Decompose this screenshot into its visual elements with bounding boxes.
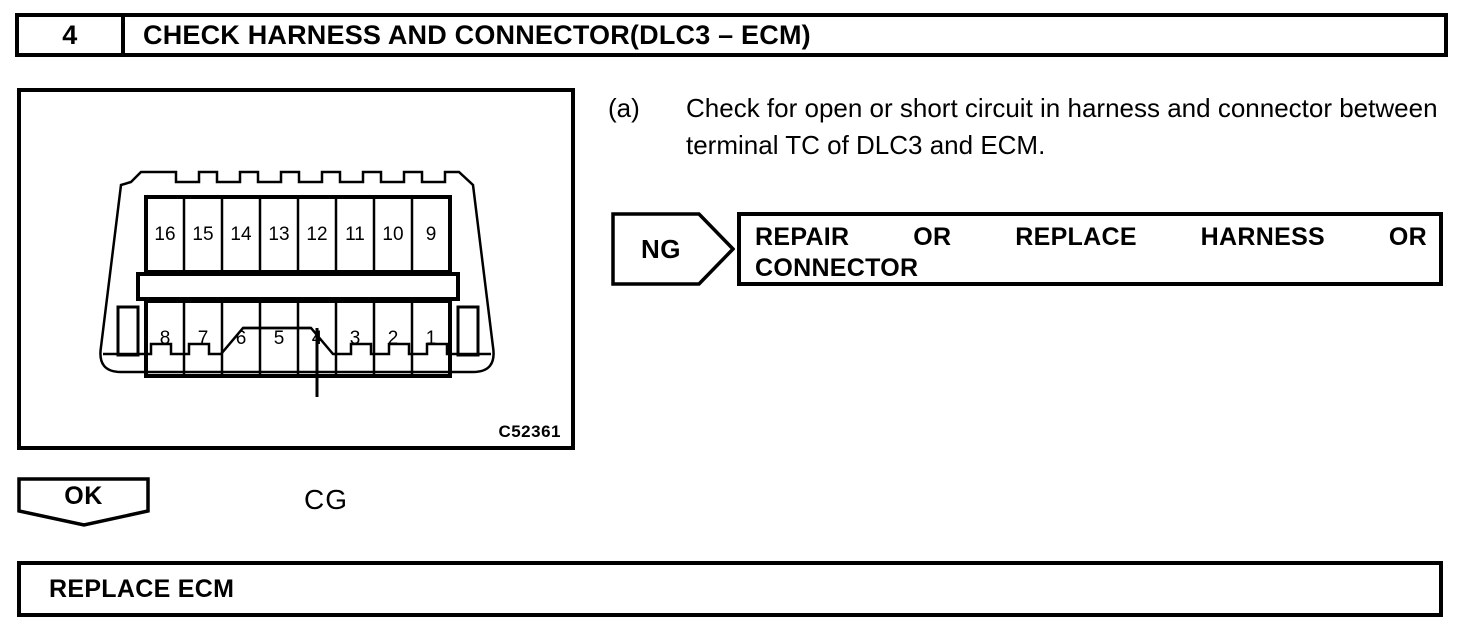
step-header-bar: 4 CHECK HARNESS AND CONNECTOR(DLC3 – ECM…: [15, 13, 1448, 57]
pin-1: 1: [425, 327, 437, 349]
ok-branch-arrow: OK: [17, 477, 150, 527]
instruction-text: Check for open or short circuit in harne…: [686, 93, 1438, 160]
pin-row-top: 16 15 14 13 12 11 10 9: [146, 197, 450, 272]
cg-callout-label: CG: [304, 484, 348, 515]
ng-branch-label: NG: [641, 233, 681, 264]
connector-figure-panel: 16 15 14 13 12 11 10 9 8 7 6 5 4 3 2 1 C…: [17, 88, 575, 515]
pin-3: 3: [349, 327, 361, 349]
final-action-box: REPLACE ECM: [17, 561, 1443, 617]
ng-result-line-2: CONNECTOR: [755, 254, 919, 282]
pin-14: 14: [230, 223, 252, 245]
pin-16: 16: [154, 223, 176, 245]
ng-arrow-shape: [611, 212, 735, 286]
ng-result-box: REPAIR OR REPLACE HARNESS OR CONNECTOR: [737, 212, 1443, 286]
step-title: CHECK HARNESS AND CONNECTOR(DLC3 – ECM): [143, 19, 811, 50]
pin-4: 4: [311, 327, 323, 349]
pin-2: 2: [387, 327, 399, 349]
instruction-block: (a) Check for open or short circuit in h…: [608, 90, 1472, 164]
pin-6: 6: [235, 327, 247, 349]
pin-10: 10: [382, 223, 404, 245]
ng-result-line-1: REPAIR OR REPLACE HARNESS OR: [755, 223, 1427, 251]
ok-arrow-shape: [17, 477, 150, 527]
pin-9: 9: [425, 223, 437, 245]
pin-5: 5: [273, 327, 285, 349]
connector-diagram: 16 15 14 13 12 11 10 9 8 7 6 5 4 3 2 1 C…: [21, 92, 571, 515]
instruction-marker: (a): [608, 93, 640, 123]
pin-row-bottom: 8 7 6 5 4 3 2 1: [146, 301, 450, 376]
connector-left-tab: [116, 305, 140, 357]
pin-8: 8: [159, 327, 171, 349]
dlc3-connector-drawing: [99, 170, 495, 397]
pin-11: 11: [345, 223, 365, 245]
connector-right-tab: [456, 305, 480, 357]
ng-branch-arrow: NG: [611, 212, 735, 286]
step-number: 4: [19, 17, 125, 53]
pin-15: 15: [192, 223, 214, 245]
ok-branch-label: OK: [64, 481, 103, 510]
final-action-label: REPLACE ECM: [49, 574, 235, 603]
pin-7: 7: [197, 327, 209, 349]
pin-12: 12: [306, 223, 328, 245]
figure-id-label: C52361: [498, 422, 561, 441]
pin-13: 13: [268, 223, 290, 245]
